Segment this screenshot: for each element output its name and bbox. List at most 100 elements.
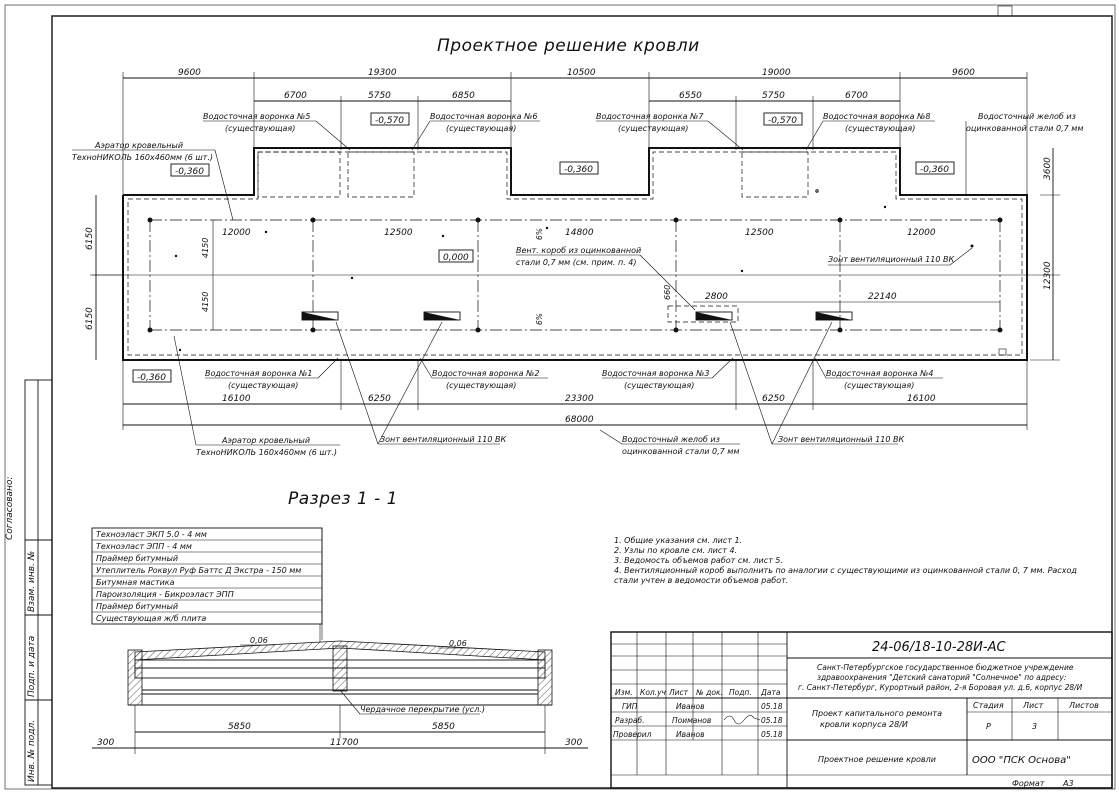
side-stamp-agreed: Согласовано: (5, 477, 15, 540)
dim-bottom-4: 6250 (762, 394, 785, 404)
dim-vent-3: 660 (663, 285, 672, 300)
callouts-bottom: Водосточная воронка №1 (существующая) Во… (173, 321, 943, 457)
dim-bottom-3: 23300 (565, 394, 594, 404)
dim-inner-5: 5750 (762, 91, 785, 101)
umbrella-bottom1-label: Зонт вентиляционный 110 ВК (380, 435, 506, 444)
tb-lists-h: Листов (1068, 701, 1099, 710)
gutter-top-note: оцинкованной стали 0,7 мм (966, 124, 1083, 133)
dim-inner-4: 6550 (679, 91, 702, 101)
level-7: -0,360 (137, 373, 166, 383)
side-stamp-replace: Взам. инв. № (27, 551, 37, 612)
funnel1-note: (существующая) (228, 381, 298, 390)
tb-h-izm: Изм. (615, 688, 633, 697)
funnel3-label: Водосточная воронка №3 (602, 369, 709, 378)
tb-r3-role: Проверил (613, 730, 652, 739)
dim-inner-3: 6850 (452, 91, 475, 101)
support-left (127, 649, 143, 706)
dim-bottom-total: 68000 (565, 415, 594, 425)
plan-title: Проектное решение кровли (437, 36, 700, 56)
dim-top-4: 19000 (762, 68, 791, 78)
tb-stage-h: Стадия (973, 701, 1004, 710)
funnel3-note: (существующая) (624, 381, 694, 390)
dim-inner-2: 5750 (368, 91, 391, 101)
support-mid (332, 645, 348, 692)
section-slope-1: 0,06 (250, 636, 268, 645)
dim-right-1: 3600 (1043, 157, 1053, 180)
tb-r1-role: ГИП (622, 702, 638, 711)
level-marks: -0,360 -0,570 -0,570 -0,360 -0,360 0,000… (132, 112, 955, 383)
section-dim-2: 5850 (432, 722, 455, 732)
funnel2-note: (существующая) (446, 381, 516, 390)
layer-4: Утеплитель Роквул Руф Баттс Д Экстра - 1… (96, 566, 301, 575)
dim-slope-1: 6% (535, 228, 544, 240)
funnel7-note: (существующая) (618, 124, 688, 133)
note-5: стали учтен в ведомости объемов работ. (614, 576, 788, 585)
vent-umbrella-label: Зонт вентиляционный 110 ВК (828, 255, 954, 264)
funnel7-label: Водосточная воронка №7 (596, 112, 704, 121)
dim-bottom-1: 16100 (222, 394, 251, 404)
dim-grid-2: 12500 (384, 228, 413, 238)
vent-duct-label: Вент. короб из оцинкованной (516, 246, 641, 255)
funnel-area-left (347, 151, 415, 198)
section-slope-2: 0,06 (449, 639, 467, 648)
section-title: Разрез 1 - 1 (288, 489, 398, 509)
layer-2: Техноэласт ЭПП - 4 мм (96, 542, 192, 551)
dim-bottom-5: 16100 (907, 394, 936, 404)
side-stamp: Согласовано: Взам. инв. № Подп. и дата И… (5, 379, 53, 786)
dim-inner-left-1: 4150 (201, 238, 210, 258)
dim-top-1: 9600 (178, 68, 201, 78)
tb-company: ООО "ПСК Основа" (972, 755, 1071, 766)
gutter-top-label: Водосточный желоб из (978, 112, 1076, 121)
funnel2-label: Водосточная воронка №2 (432, 369, 539, 378)
signature (723, 715, 761, 725)
dim-inner-left-2: 4150 (201, 292, 210, 312)
level-1: -0,360 (175, 167, 204, 177)
funnel6-label: Водосточная воронка №6 (430, 112, 537, 121)
dim-left-2: 6150 (85, 307, 95, 330)
tb-h-list: Лист (668, 688, 689, 697)
layer-6: Пароизоляция - Бикроэласт ЭПП (96, 590, 234, 599)
dim-grid-4: 12500 (745, 228, 774, 238)
funnel8-note: (существующая) (845, 124, 915, 133)
note-4: 4. Вентиляционный короб выполнить по ана… (614, 566, 1077, 575)
attic-label: Чердачное перекрытие (усл.) (360, 705, 485, 714)
dim-grid-5: 12000 (907, 228, 936, 238)
section-dim-left: 300 (97, 738, 114, 748)
dim-vent-2: 22140 (868, 292, 897, 302)
tb-code: 24-06/18-10-28И-АС (872, 640, 1006, 655)
gutter-area-left (257, 151, 341, 198)
tb-r2-role: Разраб. (615, 716, 644, 725)
aerator-bottom-note: ТехноНИКОЛЬ 160х460мм (6 шт.) (196, 448, 337, 457)
tb-list-v: 3 (1032, 722, 1037, 731)
note-1: 1. Общие указания см. лист 1. (614, 536, 742, 545)
section-dim-1: 5850 (228, 722, 251, 732)
gutter-bottom-note: оцинкованной стали 0,7 мм (622, 447, 739, 456)
dim-grid-1: 12000 (222, 228, 251, 238)
tb-org-3: г. Санкт-Петербург, Курортный район, 2-я… (798, 683, 1083, 692)
tb-format-label: Формат (1012, 779, 1045, 788)
funnel-area-right (741, 151, 809, 198)
dim-right-2: 12300 (1043, 261, 1053, 290)
tb-h-kol: Кол.уч (640, 688, 667, 697)
dim-inner-6: 6700 (845, 91, 868, 101)
umbrella-bottom2-label: Зонт вентиляционный 110 ВК (778, 435, 904, 444)
section-drawing: 0,06 0,06 Чердачное перекрытие (усл.) 58… (92, 624, 588, 754)
level-5: -0,360 (920, 165, 949, 175)
top-dimensions: 9600 19300 10500 19000 9600 6700 5750 68… (122, 68, 1028, 200)
section-dim-right: 300 (565, 738, 582, 748)
tb-list-h: Лист (1022, 701, 1044, 710)
right-dimensions: 3600 12300 (1030, 148, 1060, 361)
note-3: 3. Ведомость объемов работ см. лист 5. (614, 556, 783, 565)
tb-r3-date: 05.18 (761, 730, 783, 739)
dim-bottom-2: 6250 (368, 394, 391, 404)
dim-top-5: 9600 (952, 68, 975, 78)
funnel6-note: (существующая) (446, 124, 516, 133)
dim-inner-1: 6700 (284, 91, 307, 101)
tb-sheet-name: Проектное решение кровли (818, 755, 936, 764)
tb-r3-name: Иванов (676, 730, 705, 739)
dim-grid-3: 14800 (565, 228, 594, 238)
layer-3: Праймер битумный (96, 554, 178, 563)
tb-format-value: А3 (1062, 779, 1074, 788)
layer-legend: Техноэласт ЭКП 5.0 - 4 мм Техноэласт ЭПП… (91, 527, 323, 640)
